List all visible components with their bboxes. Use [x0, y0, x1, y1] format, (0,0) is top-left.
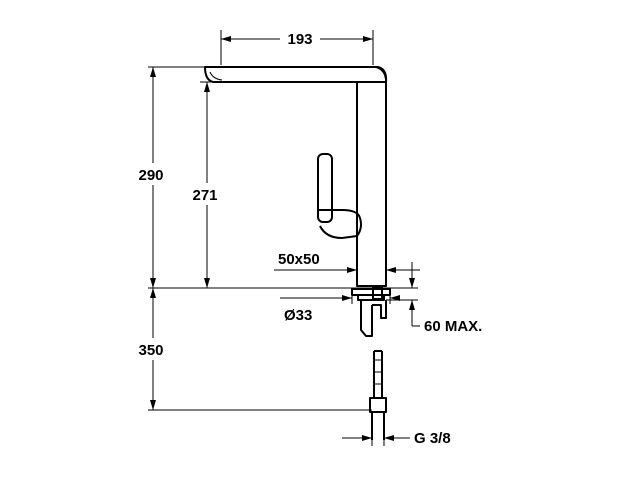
max-thickness-label: 60 MAX.	[424, 318, 482, 335]
base-size-label: 50x50	[278, 251, 320, 268]
hole-diameter-label: Ø33	[284, 307, 312, 324]
faucet-outline	[204, 66, 391, 440]
hose-length-label: 350	[138, 342, 163, 359]
total-height-label: 290	[138, 167, 163, 184]
reach-dimension-label: 193	[287, 31, 312, 48]
spout-height-label: 271	[192, 187, 217, 204]
dimension-lines	[148, 30, 420, 446]
thread-size-label: G 3/8	[414, 430, 451, 447]
